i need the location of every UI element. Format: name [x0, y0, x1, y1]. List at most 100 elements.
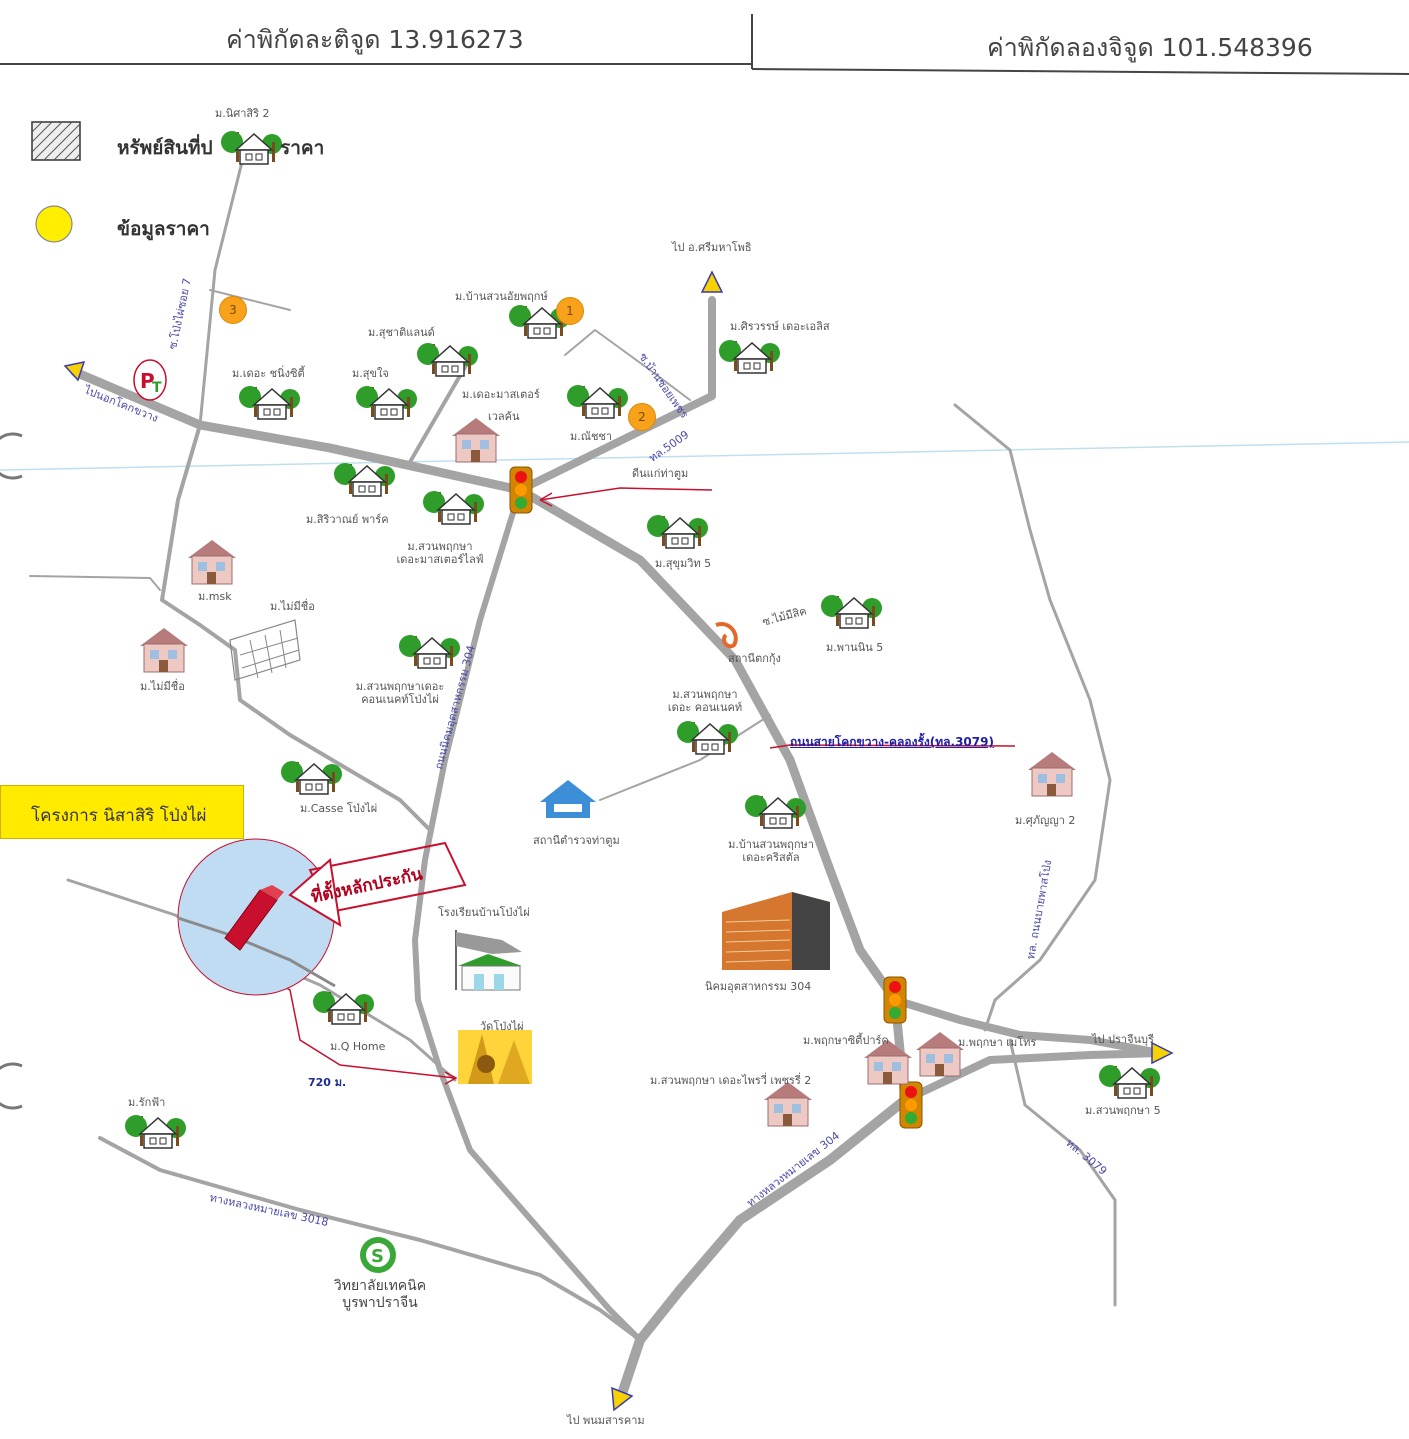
pink-house-icon	[188, 540, 236, 585]
label-casse: ม.Casse โป่งไผ่	[300, 802, 378, 815]
distance-label: 720 ม.	[308, 1076, 347, 1089]
price-marker-1[interactable]: 1	[556, 297, 584, 325]
label-line-1: ม.สวนพฤกษา	[407, 540, 473, 553]
svg-text:S: S	[371, 1246, 384, 1267]
callout-arrow-icon	[288, 858, 342, 927]
label-sirawan-park: ม.สิริวาณย์ พาร์ค	[306, 513, 389, 526]
label-baan-suan: ม.บ้านสวนอัยพฤกษ์	[455, 290, 548, 303]
label-baan-suan-pruksa: ม.บ้านสวนพฤกษา เดอะคริสตัล	[716, 838, 826, 864]
village-tree-icon	[567, 385, 628, 419]
label-line-1: ม.สวนพฤกษา	[672, 688, 738, 701]
arrow-east-icon	[1151, 1041, 1174, 1065]
project-box: โครงการ นิสาสิริ โป่งไผ่	[0, 785, 244, 839]
price-marker-2[interactable]: 2	[628, 403, 656, 431]
label-pannin5: ม.พานนิน 5	[826, 641, 884, 654]
arrow-west-icon	[63, 360, 86, 382]
label-suan-pruksa-cons: ม.สวนพฤกษา เดอะ คอนเนคท์	[650, 688, 760, 714]
label-msk: ม.msk	[198, 590, 232, 603]
label-pruksa-east: ม.ศุภัญญา 2	[1015, 814, 1076, 827]
latitude-text: ค่าพิกัดละติจูด 13.916273	[226, 25, 524, 54]
label-condo: นิคมอุตสาหกรรม 304	[705, 980, 812, 993]
pink-house-icon	[864, 1040, 912, 1085]
pink-house-icon	[916, 1032, 964, 1077]
village-tree-icon	[239, 386, 300, 420]
road-west	[70, 367, 525, 495]
label-line-1: วิทยาลัยเทคนิค	[333, 1278, 427, 1294]
longitude-text: ค่าพิกัดลองจิจูด 101.548396	[987, 33, 1313, 62]
traffic-light-icon	[899, 1081, 923, 1129]
label-q-home: ม.Q Home	[330, 1040, 386, 1053]
legend-price-label: ข้อมูลราคา	[117, 218, 210, 240]
label-line-2: เดอะคริสตัล	[742, 851, 800, 865]
school-icon	[455, 930, 522, 991]
price-marker-3[interactable]: 3	[219, 296, 247, 324]
village-tree-icon	[334, 463, 395, 497]
legend-symbols	[31, 121, 81, 243]
village-tree-icon	[221, 131, 282, 165]
label-school: โรงเรียนบ้านโป่งไผ่	[438, 906, 530, 919]
label-temple: วัดโป่งไผ่	[480, 1020, 524, 1033]
house-icons	[140, 418, 1076, 1127]
road-3079	[515, 485, 900, 1005]
road-3018	[98, 1136, 642, 1342]
label-natcha: ม.ณัชชา	[570, 430, 613, 443]
legend-hatched-label: หรัพย์สินที่ป	[117, 137, 213, 159]
label-line-2: บูรพาปราจีน	[342, 1294, 418, 1311]
label-the-nicha: ม.เดอะ ชนิ่งซิตี้	[232, 367, 305, 380]
label-police: สถานีตำรวจท่าตูม	[533, 834, 620, 847]
village-tree-icon	[417, 343, 478, 377]
village-tree-icon	[745, 795, 806, 829]
label-pruksa-city: ม.พฤกษาซิตี้ปาร์ค	[803, 1034, 889, 1047]
college-logo-icon: S	[360, 1237, 396, 1273]
traffic-lights	[509, 466, 923, 1129]
temple-icon	[458, 1030, 532, 1084]
village-tree-icon	[1099, 1065, 1160, 1099]
road-east-2	[901, 1049, 1164, 1104]
traffic-light-icon	[883, 976, 907, 1024]
label-line-2: คอนเนคท์โป่งไผ่	[361, 693, 439, 707]
pink-house-icon	[764, 1082, 812, 1127]
arrow-south-icon	[611, 1386, 634, 1412]
binding-hole-icon	[0, 432, 23, 480]
subdivision-plots	[229, 619, 301, 681]
road-nisasiri	[198, 156, 245, 427]
label-pruksa-metro: ม.พฤกษา เมโทร	[958, 1036, 1037, 1049]
label-to-srimahaphot: ไป อ.ศรีมหาโพธิ	[672, 241, 752, 254]
road-north	[516, 296, 716, 494]
label-line-2: เดอะมาสเตอร์ไลฟ์	[396, 553, 484, 567]
header-rules	[0, 14, 1409, 75]
label-rakfa: ม.รักฟ้า	[128, 1096, 166, 1109]
label-suan-pruksa-masterpiece: ม.สวนพฤกษา เดอะมาสเตอร์ไลฟ์	[380, 540, 500, 566]
traffic-light-icon	[509, 466, 533, 514]
pink-house-icon	[452, 418, 500, 463]
road-west-loop	[160, 423, 432, 832]
label-suchart: ม.สุชาติแลนด์	[368, 326, 435, 339]
price-legend-icon	[35, 205, 73, 243]
label-market: ดีนแก่ท่าตูม	[632, 467, 689, 480]
label-to-prachinburi: ไป ปราจีนบุรี	[1092, 1033, 1154, 1046]
label-suan-pruksa5: ม.สวนพฤกษา 5	[1085, 1104, 1161, 1117]
village-tree-icon	[423, 491, 484, 525]
binding-hole-icon	[0, 1062, 23, 1110]
label-shrimp-farm: สถานีตกกุ้ง	[728, 652, 781, 665]
road-far-east	[953, 403, 1112, 1032]
label-suksai: ม.สุขใจ	[352, 367, 389, 380]
label-sirawat: ม.ศิรวรรษ์ เดอะเอลิส	[730, 320, 830, 333]
village-tree-icon	[281, 761, 342, 795]
project-label: โครงการ นิสาสิริ โป่งไผ่	[31, 806, 207, 826]
coordinate-header: ค่าพิกัดละติจูด 13.916273 ค่าพิกัดลองจิจ…	[0, 0, 1409, 76]
svg-text:P: P	[140, 369, 155, 393]
road-main-label: ถนนสายโคกขวาง-คลองรั้ง(ทล.3079)	[790, 735, 994, 749]
label-suan-pruksa-connect: ม.สวนพฤกษาเดอะ คอนเนคท์โป่งไผ่	[340, 680, 460, 706]
label-line-1: ม.บ้านสวนพฤกษา	[728, 838, 814, 851]
village-tree-icon	[647, 515, 708, 549]
shrimp-icon	[715, 622, 738, 649]
village-tree-icon	[125, 1115, 186, 1149]
road-304-south	[615, 1095, 910, 1405]
label-line-1: ม.สวนพฤกษาเดอะ	[355, 680, 445, 693]
pt-gas-station-icon: P T	[133, 359, 167, 401]
label-maisuek: ม.ไม่มีชื่อ	[270, 600, 315, 613]
direction-arrows	[63, 270, 1174, 1412]
label-lake: เวลค้น	[488, 410, 520, 423]
